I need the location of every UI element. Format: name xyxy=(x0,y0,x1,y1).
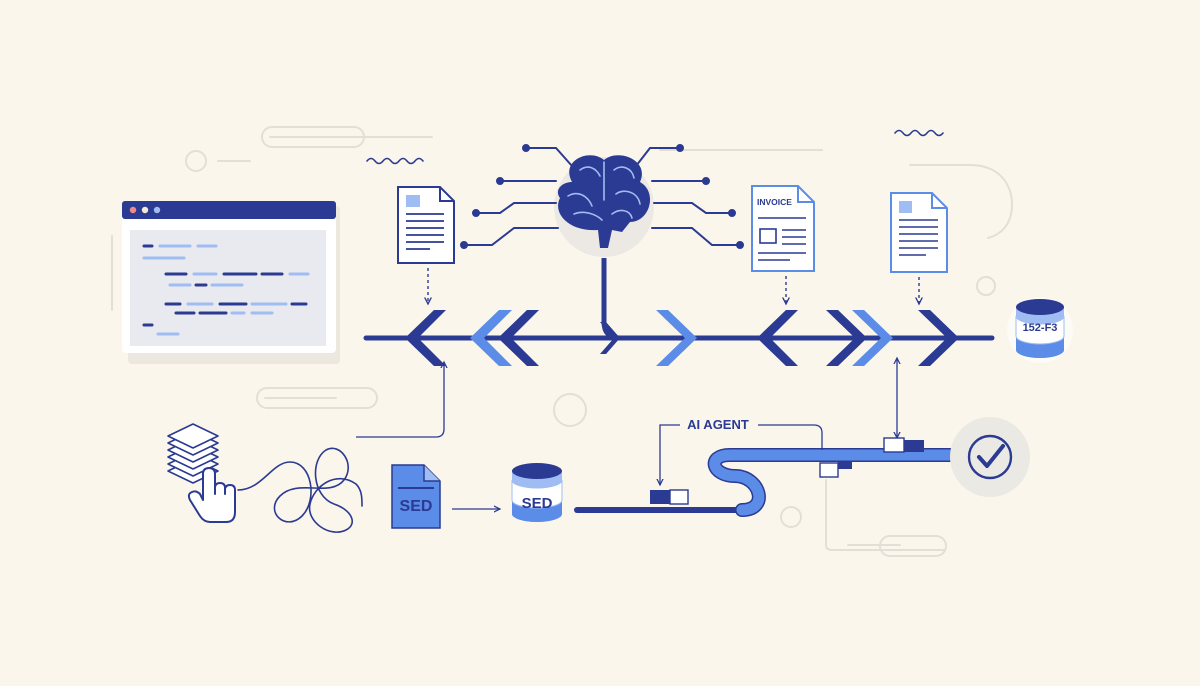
ai-agent-label: AI AGENT xyxy=(687,417,749,432)
background-decorations xyxy=(111,126,1014,557)
database-label: 152-F3 xyxy=(1023,322,1058,334)
sed-database-label: SED xyxy=(522,495,553,512)
browser-window-icon xyxy=(122,201,340,364)
lower-connectors xyxy=(356,358,897,438)
document-connector-arrows xyxy=(428,268,919,304)
database-icon: 152-F3 xyxy=(1007,297,1073,363)
left-chevron xyxy=(470,310,512,366)
agent-flow: AI AGENT xyxy=(574,417,957,517)
right-chevron xyxy=(600,322,620,354)
invoice-document-icon: INVOICE xyxy=(751,185,815,272)
hand-pointer-icon xyxy=(187,467,236,523)
checkmark-icon xyxy=(950,417,1030,497)
invoice-label: INVOICE xyxy=(757,197,792,207)
left-chevron xyxy=(405,310,446,366)
sed-document-label: SED xyxy=(400,498,433,515)
document-icon xyxy=(397,186,455,264)
squiggle-decorations xyxy=(366,129,944,165)
brain-icon xyxy=(460,144,744,257)
left-chevron xyxy=(498,310,539,366)
sed-document-icon: SED xyxy=(391,464,441,529)
right-chevron xyxy=(826,310,867,366)
right-chevron xyxy=(918,310,959,366)
document-icon xyxy=(890,192,948,273)
tangled-line-icon xyxy=(237,447,363,533)
database-icon: SED xyxy=(511,463,563,522)
pipeline xyxy=(363,258,995,366)
right-chevron xyxy=(852,310,893,366)
left-chevron xyxy=(757,310,798,366)
right-chevron xyxy=(656,310,697,366)
